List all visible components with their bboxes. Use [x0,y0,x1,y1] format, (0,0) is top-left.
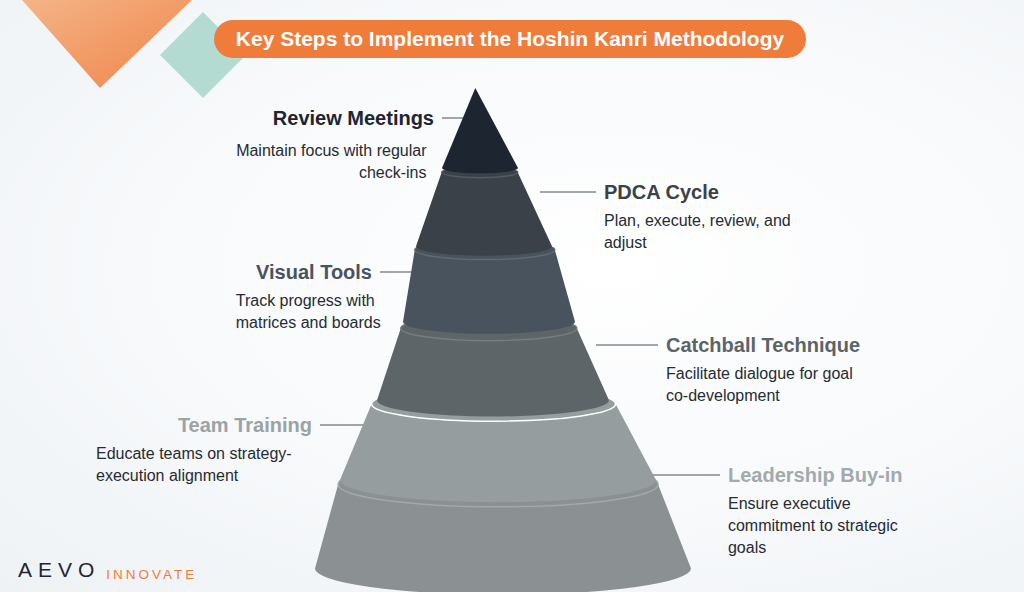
tier-top [338,462,658,507]
step-heading-wrap: Visual Tools [256,260,372,284]
step-text-wrap: Track progress with matrices and boards [236,290,388,334]
leader-line [596,344,658,345]
tier-top [401,316,577,341]
step-description: Ensure executive commitment to strategic… [728,493,918,559]
tier-top [371,387,615,421]
leader-line [650,474,720,475]
step-description: Plan, execute, review, and adjust [604,210,804,254]
step-heading: Review Meetings [273,106,434,130]
tier-body [416,167,552,256]
tier-shape [440,86,520,175]
tier-body [315,462,691,592]
step-heading-wrap: PDCA Cycle [604,180,719,204]
step-text-wrap: Plan, execute, review, and adjust [604,210,804,254]
logo-wordmark: AEVO [18,558,100,582]
logo-tagline: INNOVATE [106,563,197,587]
tier-shape [414,165,554,258]
tier-top [414,240,554,260]
step-text-wrap: Maintain focus with regular check-ins [211,140,426,184]
title-pill: Key Steps to Implement the Hoshin Kanri … [214,20,806,58]
cone-tier: PDCA CyclePlan, execute, review, and adj… [414,165,554,258]
tier-body [377,316,609,417]
tier-body [340,387,656,502]
tier-body [403,240,575,334]
diagram-title: Key Steps to Implement the Hoshin Kanri … [236,20,784,58]
step-description: Track progress with matrices and boards [236,290,388,334]
orange-triangle [22,0,192,88]
step-description: Educate teams on strategy-execution alig… [96,443,326,487]
step-heading-wrap: Team Training [178,413,312,437]
step-heading-wrap: Leadership Buy-in [728,463,902,487]
step-heading: Leadership Buy-in [728,463,902,487]
step-heading: Catchball Technique [666,333,860,357]
step-description: Maintain focus with regular check-ins [211,140,426,184]
step-description: Facilitate dialogue for goal co-developm… [666,363,871,407]
step-heading: PDCA Cycle [604,180,719,204]
tier-body [442,88,518,173]
cone-tier: Review MeetingsMaintain focus with regul… [440,86,520,175]
step-text-wrap: Facilitate dialogue for goal co-developm… [666,363,871,407]
step-heading: Visual Tools [256,260,372,284]
step-text-wrap: Ensure executive commitment to strategic… [728,493,918,559]
step-text-wrap: Educate teams on strategy-execution alig… [96,443,326,487]
leader-line [540,191,596,192]
step-heading-wrap: Review Meetings [273,106,434,130]
step-heading: Team Training [178,413,312,437]
tier-top [442,167,518,178]
step-heading-wrap: Catchball Technique [666,333,860,357]
